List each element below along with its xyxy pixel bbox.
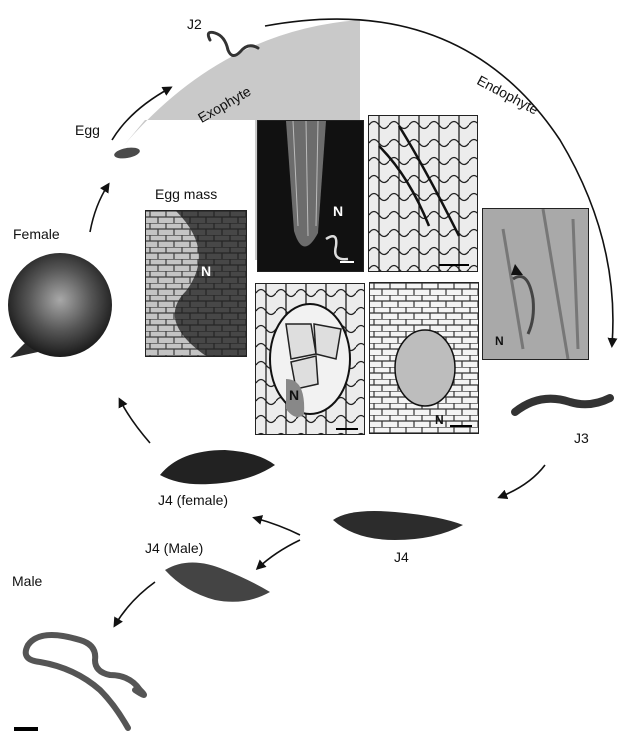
panel-mark-n: N <box>201 263 211 279</box>
arrow-j4-to-j4-male <box>258 540 300 568</box>
arrow-j4female-to-female <box>120 400 150 443</box>
j3-worm <box>515 398 610 412</box>
female-body <box>8 253 112 357</box>
label-egg-mass: Egg mass <box>155 186 217 202</box>
label-egg: Egg <box>75 122 100 138</box>
panel-root-cells <box>368 115 478 272</box>
panel-endophyte-dic: N <box>482 208 589 360</box>
label-female: Female <box>13 226 60 242</box>
egg-shape <box>113 146 140 160</box>
arrow-j4male-to-male <box>115 582 155 625</box>
panel-giant-cells-1: N <box>255 283 365 435</box>
arrow-j4-to-j4-female <box>255 518 300 535</box>
label-j2: J2 <box>187 16 202 32</box>
male-worm <box>26 635 144 728</box>
panel-root-dark: N <box>257 120 364 272</box>
label-j4: J4 <box>394 549 409 565</box>
label-j4-female: J4 (female) <box>158 492 228 508</box>
j4-male-worm <box>165 563 270 602</box>
arrow-j3-to-j4 <box>500 465 545 497</box>
label-j3: J3 <box>574 430 589 446</box>
panel-mark-n: N <box>435 413 444 427</box>
label-male: Male <box>12 573 42 589</box>
label-j4-male: J4 (Male) <box>145 540 203 556</box>
j4-worm <box>333 511 463 540</box>
panel-mark-n: N <box>333 203 343 219</box>
panel-giant-cells-2: N <box>369 282 479 434</box>
panel-mark-n: N <box>289 387 299 403</box>
panel-egg-mass: N <box>145 210 247 357</box>
panel-mark-n: N <box>495 334 504 348</box>
arrow-female-to-egg <box>90 185 108 232</box>
scale-bar <box>14 727 38 731</box>
j4-female-worm <box>160 450 275 484</box>
